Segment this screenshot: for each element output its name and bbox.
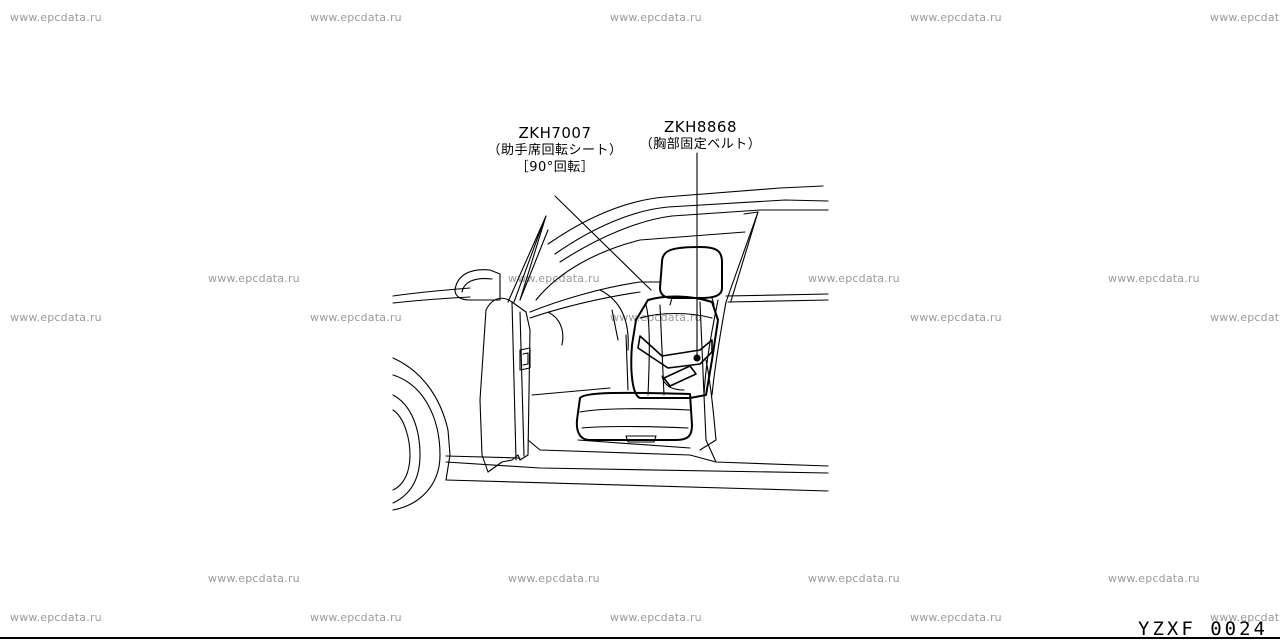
watermark: www.epcdata.ru <box>808 572 900 585</box>
callout-zkh7007: ZKH7007 （助手席回転シート） ［90°回転］ <box>480 124 630 176</box>
part-description: （胸部固定ベルト） <box>639 137 762 152</box>
watermark: www.epcdata.ru <box>10 611 102 624</box>
leader-line-zkh7007 <box>554 195 652 291</box>
roof-line <box>547 185 824 245</box>
watermark: www.epcdata.ru <box>910 11 1002 24</box>
rocker-panel <box>445 461 829 474</box>
watermark: www.epcdata.ru <box>610 311 702 324</box>
door-sill <box>527 439 829 467</box>
watermark: www.epcdata.ru <box>910 311 1002 324</box>
a-pillar <box>535 231 746 301</box>
watermark: www.epcdata.ru <box>508 572 600 585</box>
watermark: www.epcdata.ru <box>1108 572 1200 585</box>
watermark: www.epcdata.ru <box>1108 272 1200 285</box>
belt-buckle <box>663 365 697 387</box>
watermark: www.epcdata.ru <box>910 611 1002 624</box>
front-fender <box>392 357 451 481</box>
seat-back <box>630 295 719 399</box>
watermark: www.epcdata.ru <box>610 11 702 24</box>
watermark: www.epcdata.ru <box>208 572 300 585</box>
front-wheel-arch <box>392 374 441 511</box>
dashboard <box>529 281 661 313</box>
part-code: ZKH8868 <box>663 118 738 136</box>
open-door <box>479 297 531 473</box>
part-description: （助手席回転シート） <box>487 143 623 158</box>
hood-line <box>392 287 471 297</box>
watermark: www.epcdata.ru <box>808 272 900 285</box>
watermark: www.epcdata.ru <box>208 272 300 285</box>
watermark: www.epcdata.ru <box>310 611 402 624</box>
seat-headrest <box>659 246 723 299</box>
watermark: www.epcdata.ru <box>1210 611 1280 624</box>
watermark: www.epcdata.ru <box>310 311 402 324</box>
part-note: ［90°回転］ <box>515 160 595 175</box>
watermark: www.epcdata.ru <box>1210 11 1280 24</box>
callout-zkh8868: ZKH8868 （胸部固定ベルト） <box>628 118 773 153</box>
side-mirror <box>454 269 501 301</box>
seat-cushion <box>575 391 693 441</box>
watermark: www.epcdata.ru <box>610 611 702 624</box>
part-code: ZKH7007 <box>518 124 592 142</box>
diagram-reference-code: YZXF 0024 <box>1138 618 1268 640</box>
bottom-border <box>0 637 1280 639</box>
door-window-frame <box>507 215 547 303</box>
chest-belt <box>637 335 713 369</box>
watermark: www.epcdata.ru <box>1210 311 1280 324</box>
watermark: www.epcdata.ru <box>10 11 102 24</box>
b-pillar <box>703 299 719 463</box>
watermark: www.epcdata.ru <box>310 11 402 24</box>
door-handle <box>519 347 531 371</box>
watermark: www.epcdata.ru <box>10 311 102 324</box>
watermark: www.epcdata.ru <box>508 272 600 285</box>
